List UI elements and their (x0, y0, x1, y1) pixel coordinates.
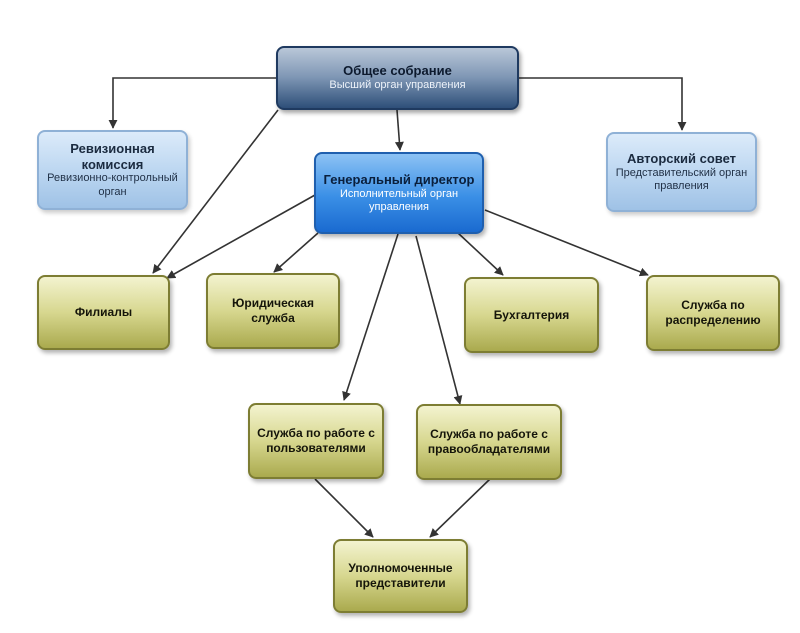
node-general-meeting: Общее собрание Высший орган управления (276, 46, 519, 110)
node-audit-commission-subtitle: Ревизионно-контрольный орган (47, 172, 178, 198)
node-general-meeting-title: Общее собрание (343, 63, 452, 79)
connector-director-to-rightholder-service (415, 235, 463, 405)
node-accounting: Бухгалтерия (464, 277, 599, 353)
node-authors-council-subtitle: Представительский орган правления (615, 166, 748, 192)
node-authors-council-title: Авторский совет (626, 150, 737, 166)
connector-director-to-legal (273, 232, 319, 273)
node-accounting-title: Бухгалтерия (493, 307, 570, 322)
node-distribution-service-title: Служба по распределению (665, 298, 761, 327)
connector-director-to-branches (166, 194, 316, 279)
node-user-service-title: Служба по работе с пользователями (257, 426, 375, 455)
node-representatives-title: Уполномоченные представители (348, 561, 453, 590)
node-legal-service: Юридическая служба (206, 273, 340, 349)
connector-meeting-to-audit (108, 77, 276, 129)
connector-meeting-to-branches (152, 109, 279, 274)
node-authors-council: Авторский совет Представительский орган … (606, 132, 757, 212)
node-general-meeting-subtitle: Высший орган управления (329, 79, 466, 92)
node-rightholder-service-title: Служба по работе с правообладателями (427, 427, 551, 456)
connector-director-to-accounting (457, 232, 504, 276)
connector-meeting-to-council (518, 77, 687, 131)
node-rightholder-service: Служба по работе с правообладателями (416, 404, 562, 480)
node-general-director-title: Генеральный директор (323, 171, 475, 187)
connector-rightholder-service-to-representatives (429, 478, 491, 538)
connector-director-to-distribution (484, 209, 649, 277)
node-legal-service-title: Юридическая служба (232, 296, 314, 325)
node-general-director: Генеральный директор Исполнительный орга… (314, 152, 484, 234)
node-general-director-subtitle: Исполнительный орган управления (339, 187, 459, 213)
connector-director-to-user-service (342, 233, 399, 401)
node-distribution-service: Служба по распределению (646, 275, 780, 351)
node-branches-title: Филиалы (74, 305, 133, 320)
node-audit-commission: Ревизионная комиссия Ревизионно-контроль… (37, 130, 188, 210)
node-representatives: Уполномоченные представители (333, 539, 468, 613)
connector-user-service-to-representatives (314, 478, 374, 538)
node-branches: Филиалы (37, 275, 170, 350)
node-user-service: Служба по работе с пользователями (248, 403, 384, 479)
node-audit-commission-title: Ревизионная комиссия (70, 140, 155, 172)
connector-meeting-to-director (394, 109, 404, 151)
